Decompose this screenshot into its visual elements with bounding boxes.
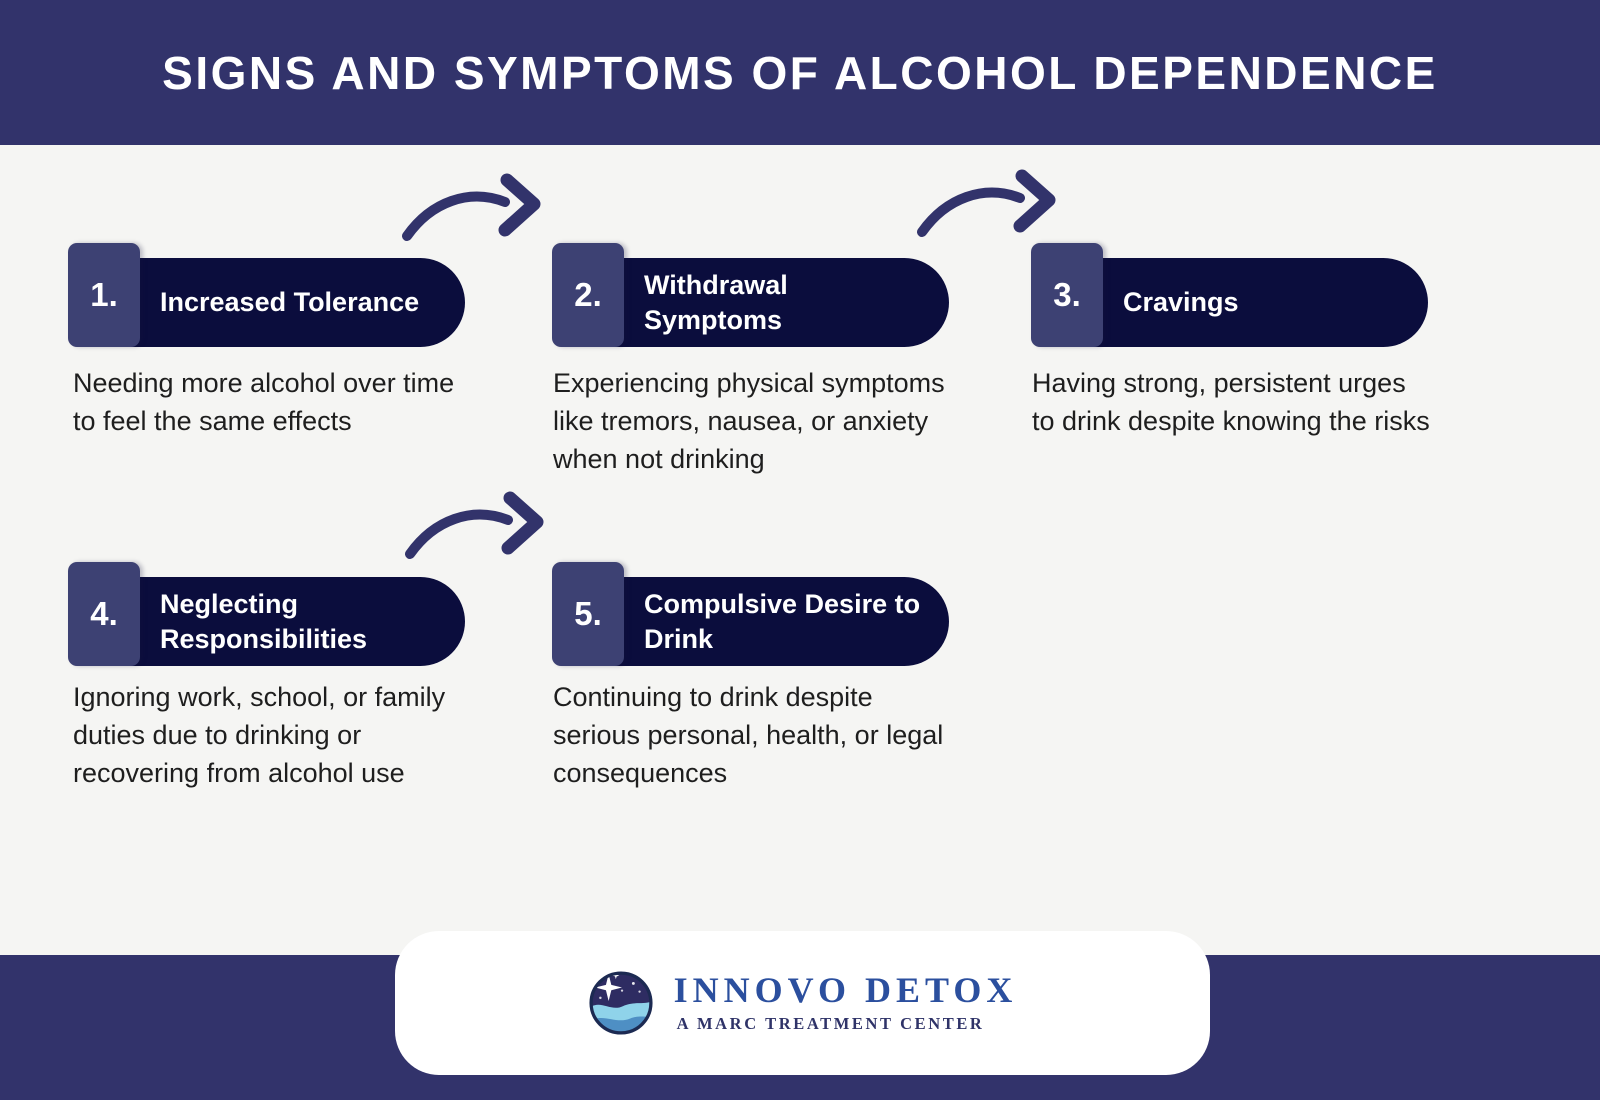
item-3-heading-pill: Cravings: [1061, 258, 1428, 347]
item-3-number: 3.: [1053, 276, 1081, 313]
item-4-number: 4.: [90, 595, 118, 632]
item-2-number-badge: 2.: [552, 243, 624, 347]
brand-name: INNOVO DETOX: [673, 969, 1018, 1010]
item-1-heading-pill: Increased Tolerance: [98, 258, 465, 347]
item-1-description: Needing more alcohol over time to feel t…: [73, 368, 455, 436]
item-neglecting-responsibilities: Neglecting Responsibilities 4.: [68, 562, 465, 666]
item-5-heading: Compulsive Desire to Drink: [644, 588, 921, 654]
item-4-heading: Neglecting Responsibilities: [160, 588, 368, 654]
item-5-number: 5.: [574, 595, 602, 632]
item-3-number-badge: 3.: [1031, 243, 1103, 347]
item-5-number-badge: 5.: [552, 562, 624, 666]
item-2-description: Experiencing physical symptoms like trem…: [553, 368, 945, 474]
page-title: SIGNS AND SYMPTOMS OF ALCOHOL DEPENDENCE: [162, 46, 1438, 99]
item-increased-tolerance: Increased Tolerance 1.: [68, 243, 465, 347]
item-withdrawal-symptoms: Withdrawal Symptoms 2.: [552, 243, 949, 347]
item-5-heading-pill: Compulsive Desire to Drink: [582, 577, 949, 666]
item-1-number-badge: 1.: [68, 243, 140, 347]
brand-tagline: A MARC TREATMENT CENTER: [676, 1014, 985, 1034]
flow-arrow-1-to-2-icon: [402, 173, 541, 241]
item-4-number-badge: 4.: [68, 562, 140, 666]
item-5-description: Continuing to drink despite serious pers…: [553, 682, 944, 788]
item-2-heading: Withdrawal Symptoms: [644, 269, 788, 335]
item-1-number: 1.: [90, 276, 118, 313]
item-4-heading-pill: Neglecting Responsibilities: [98, 577, 465, 666]
item-3-description: Having strong, persistent urges to drink…: [1032, 368, 1430, 436]
brand-logo: INNOVO DETOX A MARC TREATMENT CENTER: [588, 970, 1018, 1036]
item-4-description: Ignoring work, school, or family duties …: [73, 682, 446, 788]
flow-arrow-2-to-3-icon: [917, 169, 1056, 237]
item-2-number: 2.: [574, 276, 602, 313]
item-compulsive-desire: Compulsive Desire to Drink 5.: [552, 562, 949, 666]
logo-card: INNOVO DETOX A MARC TREATMENT CENTER: [395, 931, 1210, 1075]
item-2-heading-pill: Withdrawal Symptoms: [582, 258, 949, 347]
item-3-heading: Cravings: [1123, 287, 1239, 317]
logo-text-block: INNOVO DETOX A MARC TREATMENT CENTER: [673, 969, 1018, 1035]
item-cravings: Cravings 3.: [1031, 243, 1428, 347]
flow-arrow-4-to-5-icon: [405, 491, 544, 559]
header-banner: SIGNS AND SYMPTOMS OF ALCOHOL DEPENDENCE: [0, 0, 1600, 145]
item-1-heading: Increased Tolerance: [160, 287, 420, 317]
innovo-detox-emblem-icon: [589, 971, 653, 1035]
